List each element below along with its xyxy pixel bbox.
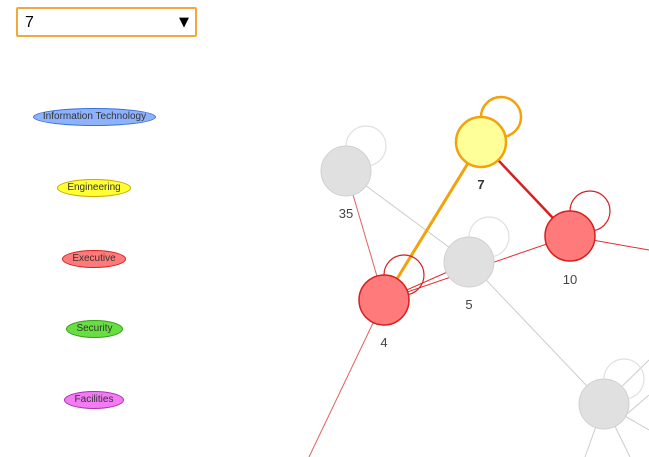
node-label-10: 10 xyxy=(563,272,577,287)
legend-label: Security xyxy=(76,323,113,334)
legend-item-executive[interactable]: Executive xyxy=(62,250,126,268)
legend-item-information-technology[interactable]: Information Technology xyxy=(33,108,156,126)
graph-edge xyxy=(345,170,470,263)
graph-edge xyxy=(468,261,605,405)
legend-item-facilities[interactable]: Facilities xyxy=(64,391,124,409)
legend-item-security[interactable]: Security xyxy=(66,320,123,338)
dropdown-selected-value: 7 xyxy=(25,14,34,31)
graph-node-35[interactable] xyxy=(320,145,372,197)
graph-node-offscreen[interactable] xyxy=(578,378,630,430)
node-label-7: 7 xyxy=(477,177,484,192)
graph-edge xyxy=(308,299,385,457)
legend-label: Facilities xyxy=(74,394,114,405)
legend-item-engineering[interactable]: Engineering xyxy=(57,179,131,197)
graph-node-10[interactable] xyxy=(544,210,596,262)
chevron-down-icon: ▼ xyxy=(179,15,189,30)
legend-label: Executive xyxy=(72,253,116,264)
graph-node-5[interactable] xyxy=(443,236,495,288)
group-legend: Information Technology Engineering Execu… xyxy=(0,0,200,457)
node-label-5: 5 xyxy=(465,297,472,312)
graph-node-4[interactable] xyxy=(358,274,410,326)
legend-label: Engineering xyxy=(67,182,121,193)
node-selector-dropdown[interactable]: 7 ▼ xyxy=(16,7,197,37)
legend-label: Information Technology xyxy=(42,111,147,122)
node-label-35: 35 xyxy=(339,206,353,221)
node-label-4: 4 xyxy=(380,335,387,350)
graph-edge-selected xyxy=(382,141,483,301)
graph-node-7[interactable] xyxy=(454,115,508,169)
